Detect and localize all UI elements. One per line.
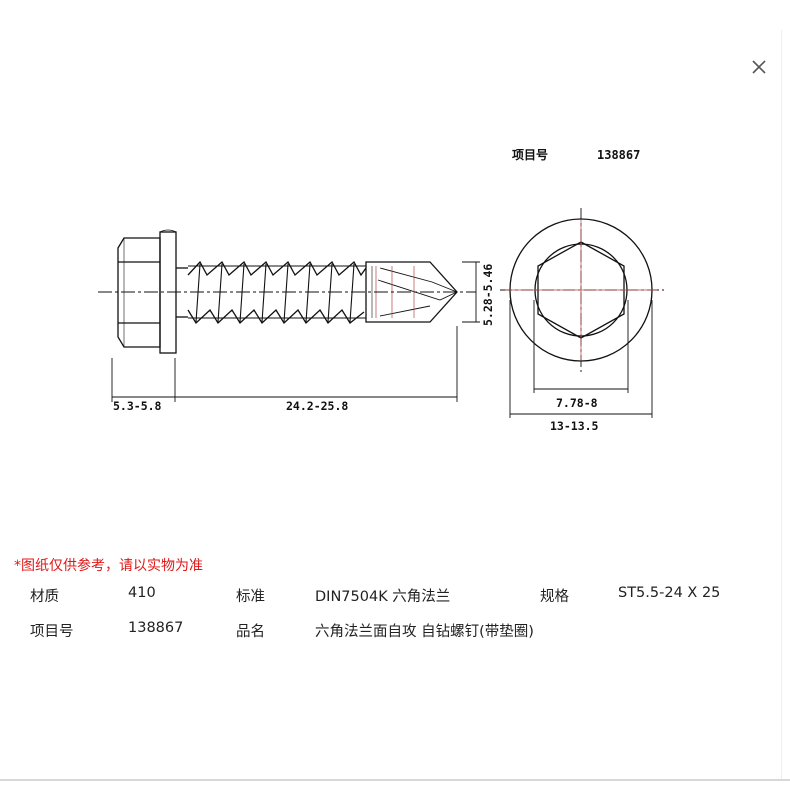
drawing-item-label: 项目号 [512,147,548,162]
end-view-dimensions [509,300,653,418]
spec-label: 规格 [540,589,569,605]
dim-head-thickness-text: 5.3-5.8 [113,399,162,413]
screw-side-view [117,229,458,354]
diameter-dimension [462,261,480,323]
product-name-label: 品名 [236,624,265,640]
material-label: 材质 [30,589,59,605]
dim-diameter-text: 5.28-5.46 [481,264,495,326]
length-dimensions [111,326,458,402]
standard-value: DIN7504K 六角法兰 [315,589,451,605]
close-icon [752,60,766,74]
dim-flange-text: 13-13.5 [550,419,599,433]
item-number-value: 138867 [128,620,184,636]
right-border [781,30,782,780]
spec-value: ST5.5-24 X 25 [618,585,721,601]
drawing-item-number: 138867 [597,148,640,162]
material-value: 410 [128,585,156,601]
end-view-red-guides [505,219,657,361]
technical-drawing: 项目号 138867 [98,147,664,433]
dim-length-text: 24.2-25.8 [286,399,348,413]
bottom-border [0,779,790,781]
disclaimer-note: *图纸仅供参考，请以实物为准 [14,558,203,574]
dim-hex-text: 7.78-8 [556,396,598,410]
product-name-value: 六角法兰面自攻 自钻螺钉(带垫圈) [315,624,534,640]
close-button[interactable] [748,56,770,78]
standard-label: 标准 [236,589,265,605]
item-number-label: 项目号 [30,624,74,640]
